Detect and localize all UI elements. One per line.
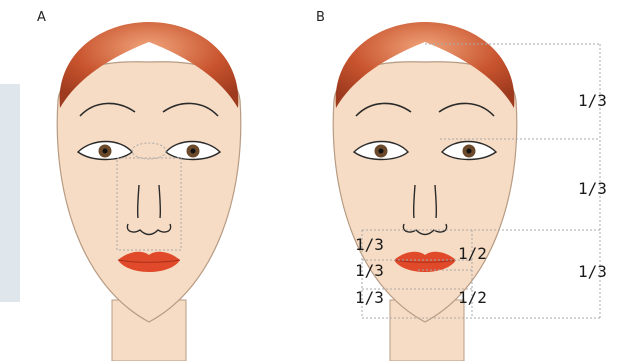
ratio-lower-face-half-2: 1/2 xyxy=(458,290,487,306)
face-outline xyxy=(333,62,517,322)
ratio-upper-third: 1/3 xyxy=(578,93,607,109)
face-a xyxy=(0,0,300,361)
ratio-lower-face-third-2: 1/3 xyxy=(355,263,384,279)
ratio-lower-third: 1/3 xyxy=(578,264,607,280)
face-outline xyxy=(57,62,241,322)
ratio-lower-face-third-3: 1/3 xyxy=(355,290,384,306)
ratio-lower-face-third-1: 1/3 xyxy=(355,237,384,253)
ratio-lower-face-half-1: 1/2 xyxy=(458,246,487,262)
ratio-middle-third: 1/3 xyxy=(578,181,607,197)
